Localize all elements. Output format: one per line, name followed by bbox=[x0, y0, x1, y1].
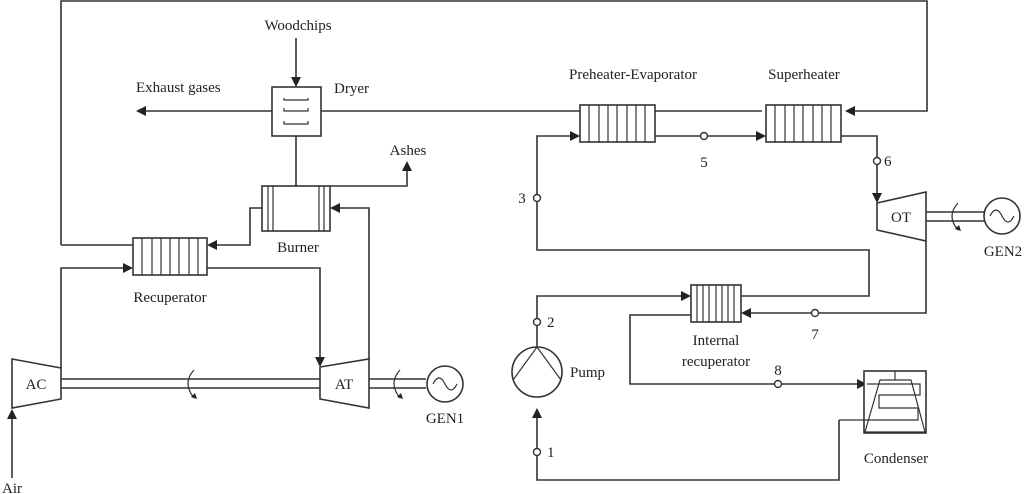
state-point-1 bbox=[532, 447, 542, 457]
rotation-arrow-icon bbox=[955, 225, 961, 231]
superheater-to-ot-line bbox=[841, 135, 878, 193]
rotation-icon bbox=[187, 369, 195, 399]
hot-air-loop-line bbox=[60, 0, 928, 245]
ac-to-recuperator-line bbox=[60, 267, 123, 368]
pump bbox=[511, 345, 563, 398]
pump-inlet-arrow bbox=[532, 408, 542, 418]
gen1-label: GEN1 bbox=[426, 411, 464, 427]
ot-label: OT bbox=[891, 210, 911, 226]
recuperator-cold-arrow bbox=[123, 263, 133, 273]
generator-1 bbox=[426, 365, 464, 403]
condenser-label: Condenser bbox=[864, 451, 928, 467]
recuperator bbox=[132, 237, 208, 276]
superheater-inlet-arrow bbox=[756, 131, 766, 141]
exhaust-arrow bbox=[136, 106, 146, 116]
state-1-label: 1 bbox=[547, 445, 555, 461]
at-inlet-arrow bbox=[315, 357, 325, 367]
generator-2 bbox=[983, 197, 1021, 235]
recuperator-to-at-line bbox=[207, 267, 321, 357]
rotation-arrow-icon bbox=[397, 393, 403, 399]
pump-to-internal-recuperator-line bbox=[536, 295, 681, 347]
recuperator-label: Recuperator bbox=[133, 290, 206, 306]
ashes-label: Ashes bbox=[390, 143, 427, 159]
ac-label: AC bbox=[26, 377, 47, 393]
condenser-to-pump-line bbox=[536, 418, 840, 481]
superheater-label: Superheater bbox=[768, 67, 840, 83]
dryer bbox=[271, 86, 322, 137]
air-arrow bbox=[7, 409, 17, 419]
gen2-label: GEN2 bbox=[984, 244, 1022, 260]
burner-to-recuperator-line bbox=[217, 207, 262, 246]
state-point-2 bbox=[532, 317, 542, 327]
rotation-icon bbox=[393, 369, 401, 399]
ot-inlet-arrow bbox=[872, 193, 882, 203]
air-turbine bbox=[319, 358, 370, 409]
state-7-label: 7 bbox=[811, 327, 819, 343]
rotation-arrow-icon bbox=[191, 393, 197, 399]
burner-label: Burner bbox=[277, 240, 319, 256]
exhaust-gases-label: Exhaust gases bbox=[136, 80, 221, 96]
state-point-5 bbox=[699, 131, 709, 141]
burner-inlet-arrow bbox=[330, 203, 340, 213]
burner bbox=[261, 185, 331, 232]
woodchips-label: Woodchips bbox=[264, 18, 331, 34]
dryer-label: Dryer bbox=[334, 81, 369, 97]
rotation-icon bbox=[951, 202, 959, 231]
preheater-inlet-arrow bbox=[570, 131, 580, 141]
internal-recuperator bbox=[690, 284, 742, 323]
ashes-line bbox=[330, 170, 408, 187]
internal-recuperator-hot-arrow bbox=[741, 308, 751, 318]
woodchips-arrow bbox=[291, 77, 301, 87]
state-point-3 bbox=[532, 193, 542, 203]
preheater-evaporator-label: Preheater-Evaporator bbox=[569, 67, 697, 83]
state-6-label: 6 bbox=[884, 154, 892, 170]
internal-recuperator-to-condenser-line bbox=[629, 314, 857, 385]
superheater bbox=[765, 104, 842, 143]
internal-recuperator-label-1: Internal bbox=[693, 333, 740, 349]
recuperator-hot-arrow bbox=[207, 240, 217, 250]
ot-to-internal-recuperator-line bbox=[751, 241, 927, 314]
arrow-into-superheater bbox=[845, 106, 855, 116]
at-label: AT bbox=[335, 377, 353, 393]
air-compressor bbox=[11, 358, 62, 409]
at-to-burner-line bbox=[340, 207, 370, 360]
state-3-label: 3 bbox=[518, 191, 526, 207]
air-label: Air bbox=[2, 481, 22, 494]
ashes-arrow bbox=[402, 161, 412, 171]
condenser bbox=[839, 370, 927, 434]
condenser-inlet-arrow bbox=[857, 379, 867, 389]
pump-label: Pump bbox=[570, 365, 605, 381]
state-point-6 bbox=[872, 156, 882, 166]
preheater-evaporator bbox=[579, 104, 656, 143]
state-2-label: 2 bbox=[547, 315, 555, 331]
internal-recuperator-to-preheater-line bbox=[536, 135, 870, 297]
state-point-7 bbox=[810, 308, 820, 318]
internal-recuperator-cold-arrow bbox=[681, 291, 691, 301]
internal-recuperator-label-2: recuperator bbox=[682, 354, 750, 370]
state-point-8 bbox=[773, 379, 783, 389]
state-8-label: 8 bbox=[774, 363, 782, 379]
state-5-label: 5 bbox=[700, 155, 708, 171]
